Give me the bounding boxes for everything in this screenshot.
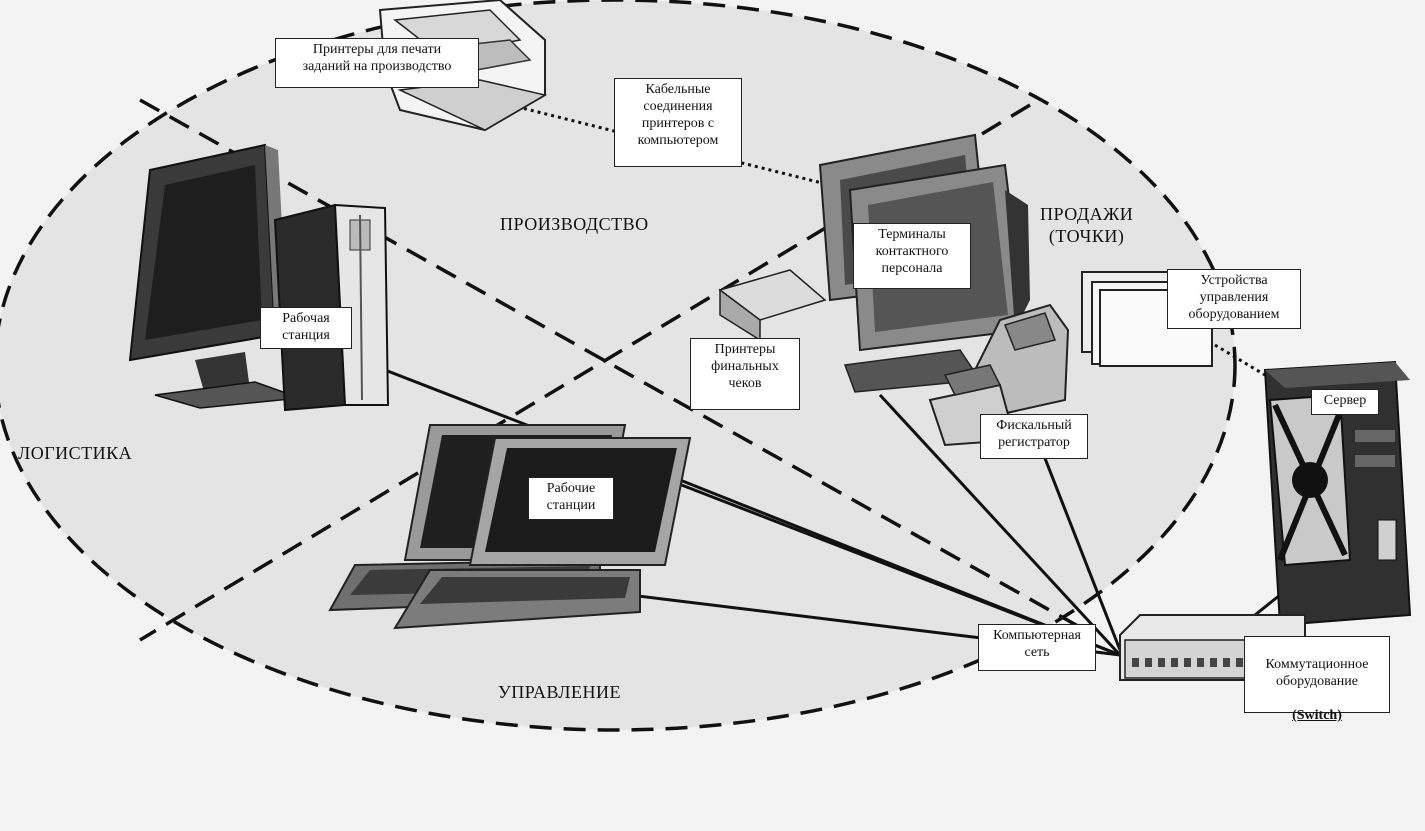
label-switch-text: Коммутационное оборудование <box>1265 657 1369 689</box>
label-server: Сервер <box>1311 389 1379 415</box>
zone-management-title: УПРАВЛЕНИЕ <box>498 682 621 702</box>
label-equipment-control: Устройства управления оборудованием <box>1167 269 1301 329</box>
label-cable-connections: Кабельные соединения принтеров с компьют… <box>614 78 742 167</box>
label-terminals: Терминалы контактного персонала <box>853 223 971 289</box>
label-fiscal-registrar: Фискальный регистратор <box>980 414 1088 459</box>
laptops-icon <box>328 424 692 630</box>
zone-divider-1 <box>139 98 1086 632</box>
label-network: Компьютерная сеть <box>978 624 1096 671</box>
label-receipt-printers: Принтеры финальных чеков <box>690 338 800 410</box>
label-switch: Коммутационное оборудование (Switch) <box>1244 636 1390 723</box>
zone-sales-title: ПРОДАЖИ (ТОЧКИ) <box>1040 204 1134 246</box>
label-printers-jobs: Принтеры для печати заданий на производс… <box>275 38 479 88</box>
label-workstation: Рабочая станция <box>260 307 352 349</box>
fiscal-registrar-icon <box>928 303 1070 447</box>
zone-logistics-title: ЛОГИСТИКА <box>18 443 133 463</box>
server-icon <box>1263 360 1412 627</box>
cable-dotted-line-server <box>1214 343 1266 377</box>
label-switch-note: (Switch) <box>1292 708 1342 723</box>
network-lines <box>384 368 1306 657</box>
zone-production-title: ПРОИЗВОДСТВО <box>500 214 649 234</box>
label-workstations: Рабочие станции <box>528 477 614 520</box>
